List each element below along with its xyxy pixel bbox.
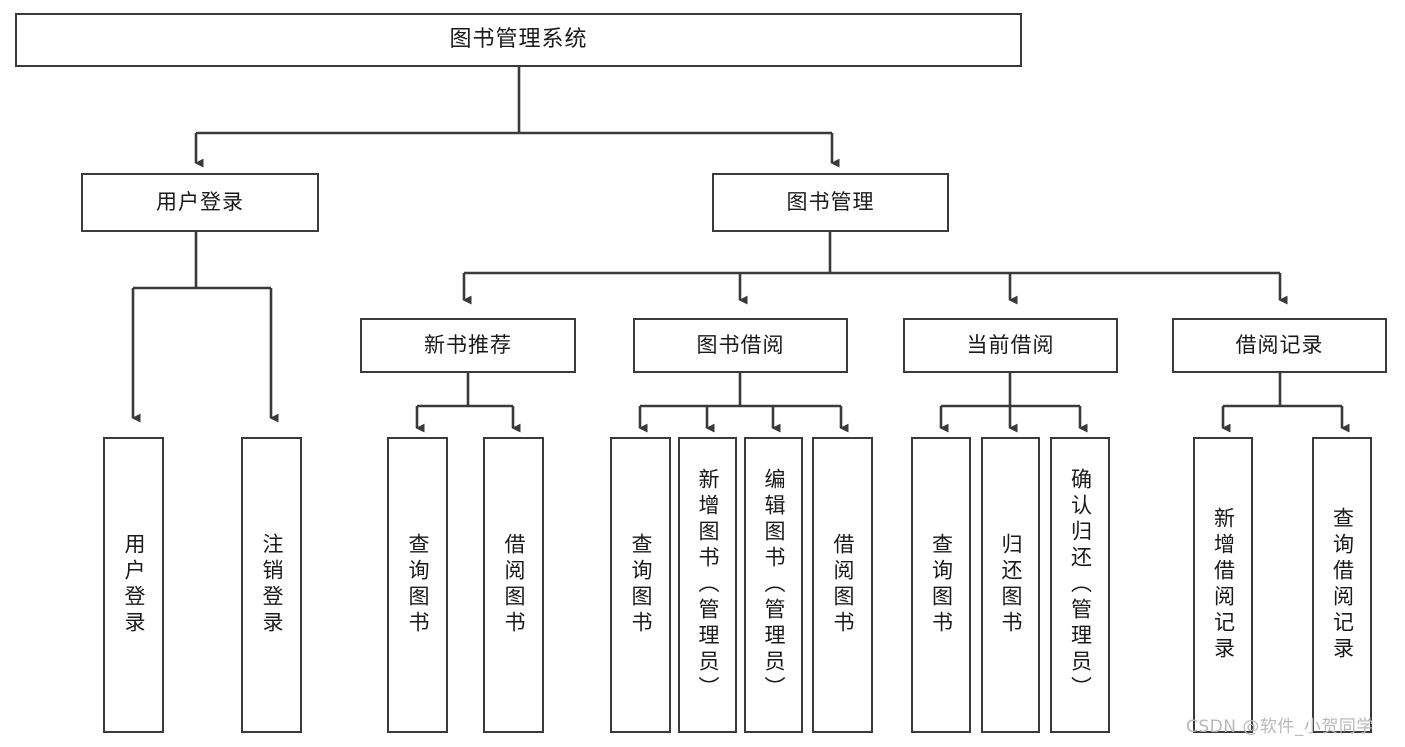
leaf-recommend-borrow-book[interactable]: 借阅图书 <box>483 437 544 733</box>
node-label: 新增借阅记录 <box>1211 507 1236 663</box>
node-root-system[interactable]: 图书管理系统 <box>15 13 1022 67</box>
node-label: 借阅记录 <box>1235 333 1324 358</box>
node-label: 编辑图书（管理员） <box>762 468 786 702</box>
leaf-current-confirm-return[interactable]: 确认归还（管理员） <box>1050 437 1110 733</box>
node-book-borrow[interactable]: 图书借阅 <box>633 318 848 373</box>
node-label: 图书管理系统 <box>449 27 588 53</box>
node-label: 归还图书 <box>999 533 1023 637</box>
watermark: CSDN @软件_小贺同学 <box>1186 717 1374 737</box>
node-label: 借阅图书 <box>502 533 526 637</box>
leaf-record-add-record[interactable]: 新增借阅记录 <box>1193 437 1253 733</box>
node-label: 查询图书 <box>629 533 653 637</box>
node-label: 图书管理 <box>786 190 875 215</box>
node-label: 查询借阅记录 <box>1330 507 1355 663</box>
node-book-management[interactable]: 图书管理 <box>712 173 949 232</box>
node-current-borrow[interactable]: 当前借阅 <box>903 318 1118 373</box>
leaf-recommend-query-book[interactable]: 查询图书 <box>387 437 448 733</box>
node-label: 借阅图书 <box>831 533 855 637</box>
node-label: 新增图书（管理员） <box>696 468 720 702</box>
leaf-current-return-book[interactable]: 归还图书 <box>981 437 1040 733</box>
node-label: 用户登录 <box>122 533 146 637</box>
leaf-user-login-login[interactable]: 用户登录 <box>103 437 164 733</box>
leaf-borrow-query-book[interactable]: 查询图书 <box>610 437 671 733</box>
leaf-borrow-borrow-book[interactable]: 借阅图书 <box>812 437 873 733</box>
node-label: 图书借阅 <box>696 333 785 358</box>
leaf-user-login-logout[interactable]: 注销登录 <box>241 437 302 733</box>
node-label: 当前借阅 <box>966 333 1055 358</box>
node-label: 确认归还（管理员） <box>1068 468 1093 702</box>
leaf-borrow-add-book[interactable]: 新增图书（管理员） <box>678 437 737 733</box>
node-label: 用户登录 <box>156 190 244 215</box>
node-label: 查询图书 <box>929 533 954 637</box>
node-label: 新书推荐 <box>424 333 512 358</box>
node-borrow-record[interactable]: 借阅记录 <box>1172 318 1387 373</box>
leaf-borrow-edit-book[interactable]: 编辑图书（管理员） <box>744 437 803 733</box>
node-label: 查询图书 <box>406 533 430 637</box>
leaf-current-query-book[interactable]: 查询图书 <box>911 437 971 733</box>
leaf-record-query-record[interactable]: 查询借阅记录 <box>1312 437 1372 733</box>
node-label: 注销登录 <box>260 533 284 637</box>
node-new-book-recommend[interactable]: 新书推荐 <box>360 318 576 373</box>
node-user-login[interactable]: 用户登录 <box>81 173 319 232</box>
